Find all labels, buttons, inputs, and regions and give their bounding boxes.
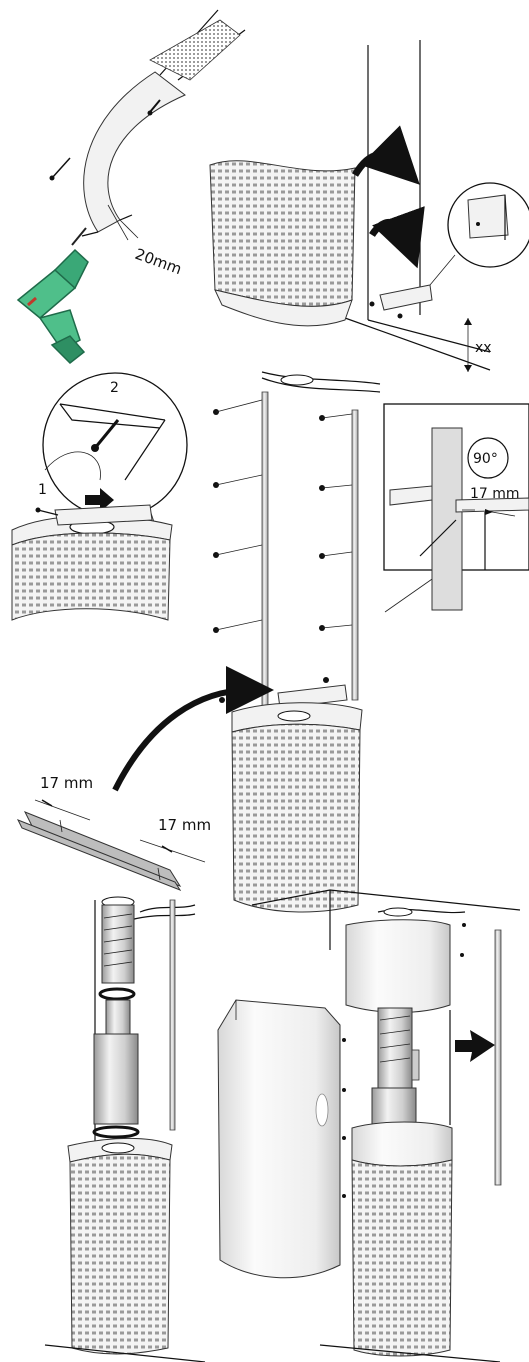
screw-icon [35,507,59,516]
final-assembly-section [251,889,521,1362]
cut-plate-section: 17 mm 17 mm [16,774,211,892]
dim-20mm-label: 20mm [133,245,185,278]
cover-shell-section [217,999,346,1279]
screw-icon [49,157,71,181]
grill-bracket-section: 2 1 [11,372,188,621]
dim-17mm-right-label: 17 mm [158,816,211,834]
dim-17mm-detail-label: 17 mm [470,486,520,502]
screw-icon [342,1038,346,1198]
dim-xx-label: xx [475,340,492,356]
screw-icon [213,399,263,703]
dim-17mm-left-label: 17 mm [40,774,93,792]
angle-90-label: 90° [473,451,498,467]
duct-pipe-section [44,896,206,1362]
screw-icon [369,301,403,319]
wall-bracket-section: xx [209,40,529,372]
screw-icon [91,419,120,452]
screw-icon [319,413,353,683]
power-drill-icon [16,227,89,365]
step-1-label: 1 [38,482,47,498]
screw-icon [460,923,466,957]
screw-icon [147,99,161,116]
step-2-label: 2 [110,380,119,396]
rail-mount-section: 90° 17 mm [112,371,529,913]
